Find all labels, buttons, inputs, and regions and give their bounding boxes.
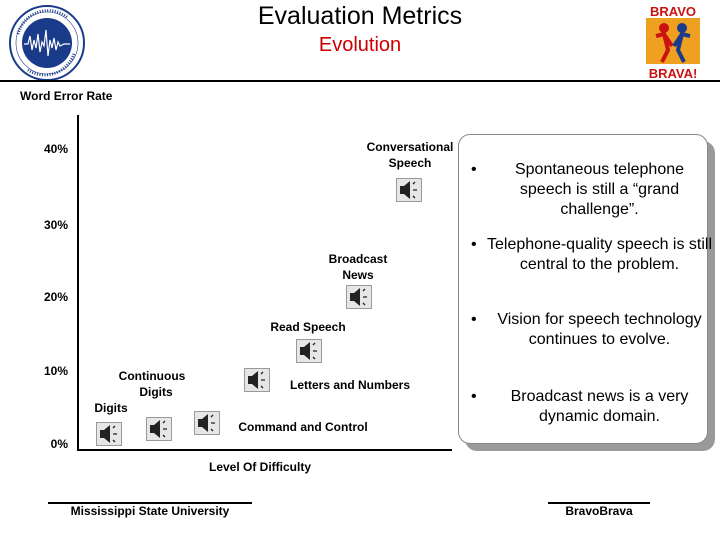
- footer-right: BravoBrava: [548, 502, 650, 519]
- slide-title: Evaluation Metrics: [257, 2, 463, 30]
- bullet-text: Broadcast news is a very dynamic domain.: [510, 388, 689, 425]
- y-axis-line: [77, 115, 79, 450]
- bullet-text: Spontaneous telephone speech is still a …: [514, 161, 685, 218]
- bullet-dot: •: [471, 311, 477, 328]
- label-command-control: Command and Control: [238, 420, 368, 434]
- label-conversational-speech: Conversational Speech: [340, 139, 480, 171]
- bravo-logo-text-bottom: BRAVA!: [649, 66, 698, 81]
- label-letters-numbers: Letters and Numbers: [289, 378, 411, 392]
- y-tick-0: 0%: [50, 437, 68, 451]
- y-tick-30: 30%: [43, 218, 68, 232]
- label-line: Continuous: [118, 369, 186, 383]
- bullet-text: Telephone-quality speech is still centra…: [487, 236, 713, 273]
- slide-subtitle: Evolution: [318, 34, 402, 56]
- bravo-logo-text-top: BRAVO: [650, 4, 696, 19]
- label-line: Conversational: [366, 140, 454, 154]
- label-line: Digits: [139, 385, 173, 399]
- y-axis-title: Word Error Rate: [20, 89, 113, 103]
- bullet-dot: •: [471, 161, 477, 178]
- speaker-icon[interactable]: [244, 368, 270, 392]
- bullet-item: • Vision for speech technology continues…: [471, 310, 707, 372]
- bullet-item: • Broadcast news is a very dynamic domai…: [471, 387, 707, 429]
- label-line: News: [342, 268, 374, 282]
- speaker-icon[interactable]: [346, 285, 372, 309]
- label-line: Broadcast: [328, 252, 388, 266]
- bullet-dot: •: [471, 236, 477, 253]
- speaker-icon[interactable]: [96, 422, 122, 446]
- bullet-dot: •: [471, 388, 477, 405]
- x-axis-title: Level Of Difficulty: [208, 460, 312, 474]
- bullet-item: • Telephone-quality speech is still cent…: [471, 235, 712, 297]
- footer-left: Mississippi State University: [48, 502, 252, 519]
- x-axis-line: [77, 449, 452, 451]
- header-divider: [0, 80, 720, 82]
- y-tick-10: 10%: [43, 364, 68, 378]
- speaker-icon[interactable]: [194, 411, 220, 435]
- notes-panel: • Spontaneous telephone speech is still …: [458, 134, 712, 444]
- label-continuous-digits: Continuous Digits: [106, 368, 198, 400]
- bullet-text: Vision for speech technology continues t…: [497, 311, 702, 348]
- speaker-icon[interactable]: [396, 178, 422, 202]
- label-broadcast-news: Broadcast News: [300, 251, 416, 283]
- bravo-brava-logo-icon: BRAVO BRAVA!: [632, 2, 714, 82]
- label-read-speech: Read Speech: [270, 320, 346, 334]
- y-tick-20: 20%: [43, 290, 68, 304]
- label-line: Speech: [388, 156, 432, 170]
- institute-seal-icon: [8, 4, 86, 82]
- bullet-item: • Spontaneous telephone speech is still …: [471, 160, 707, 222]
- speaker-icon[interactable]: [296, 339, 322, 363]
- y-tick-40: 40%: [43, 142, 68, 156]
- speaker-icon[interactable]: [146, 417, 172, 441]
- label-digits: Digits: [94, 401, 128, 415]
